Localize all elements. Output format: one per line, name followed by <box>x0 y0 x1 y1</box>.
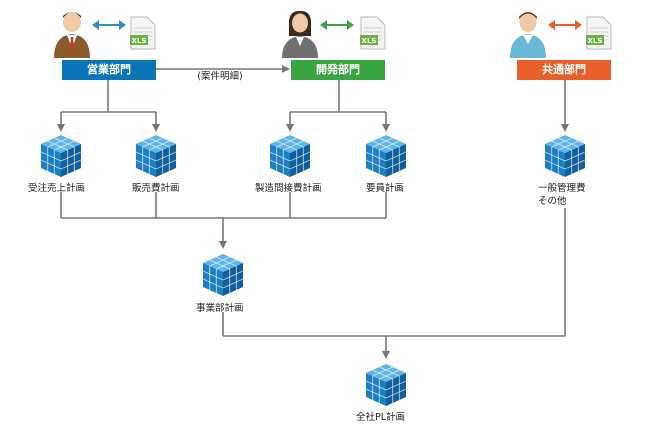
cube-label-business-unit: 事業部計画 <box>196 303 244 314</box>
common-sync-arrow-icon <box>548 20 582 30</box>
dept-sales: 営業部門 <box>62 60 156 80</box>
cube-label-staffing: 要員計画 <box>366 183 405 194</box>
link-label: (案件明細) <box>197 70 242 82</box>
sales-person-icon <box>54 12 90 58</box>
cube-business-unit-icon <box>202 254 244 296</box>
common-xls-file-icon: XLS <box>586 16 612 50</box>
cube-label-general-admin: 一般管理費 <box>538 183 586 194</box>
dept-common: 共通部門 <box>517 60 611 80</box>
xls-badge-text: XLS <box>362 37 377 45</box>
cube-general-admin-icon <box>544 135 586 177</box>
xls-badge-text: XLS <box>588 37 603 45</box>
cube-label-selling-cost: 販売費計画 <box>132 183 180 194</box>
sales-sync-arrow-icon <box>92 20 126 30</box>
xls-badge-text: XLS <box>132 37 147 45</box>
cube-label-other: その他 <box>538 196 567 207</box>
cube-label-order-sales: 受注売上計画 <box>28 183 86 194</box>
dev-sync-arrow-icon <box>320 20 354 30</box>
cube-label-mfg-overhead: 製造間接費計画 <box>255 183 322 194</box>
dev-xls-file-icon: XLS <box>360 16 386 50</box>
cube-company-pl-icon <box>365 364 407 406</box>
cube-staffing-icon <box>365 135 407 177</box>
cube-mfg-overhead-icon <box>269 135 311 177</box>
common-person-icon <box>510 12 546 58</box>
cube-order-sales-icon <box>40 135 82 177</box>
dept-dev: 開発部門 <box>291 60 385 80</box>
cube-label-company-pl: 全社PL計画 <box>356 412 406 423</box>
dev-person-icon <box>282 10 318 58</box>
cube-selling-cost-icon <box>135 135 177 177</box>
sales-xls-file-icon: XLS <box>130 16 156 50</box>
